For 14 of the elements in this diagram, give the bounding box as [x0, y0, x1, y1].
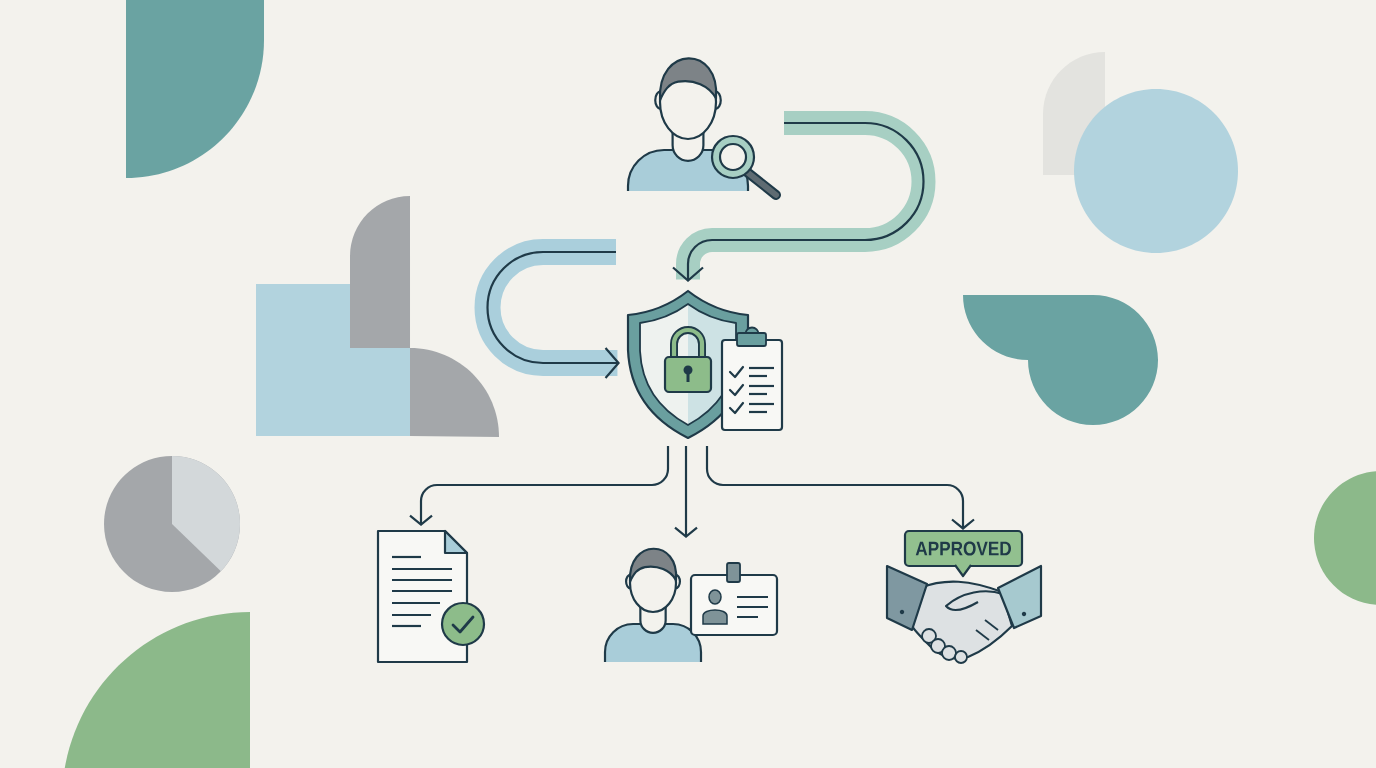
leaf-shape — [963, 295, 1158, 425]
curved-arrow — [672, 111, 936, 282]
document-check-icon — [376, 529, 486, 664]
speech-bubble: APPROVED — [903, 529, 1024, 578]
person-id-card-icon — [603, 547, 779, 664]
elbow-arrow — [409, 446, 670, 526]
shield-lock-clipboard-icon — [626, 289, 784, 440]
curved-arrow — [474, 239, 620, 379]
circle-shape — [1074, 89, 1238, 253]
elbow-arrow — [705, 446, 975, 530]
person-with-magnifier-icon — [626, 57, 781, 200]
rounded-tab-shape — [126, 0, 264, 178]
arch-shape — [350, 196, 410, 348]
arrow — [674, 446, 698, 538]
